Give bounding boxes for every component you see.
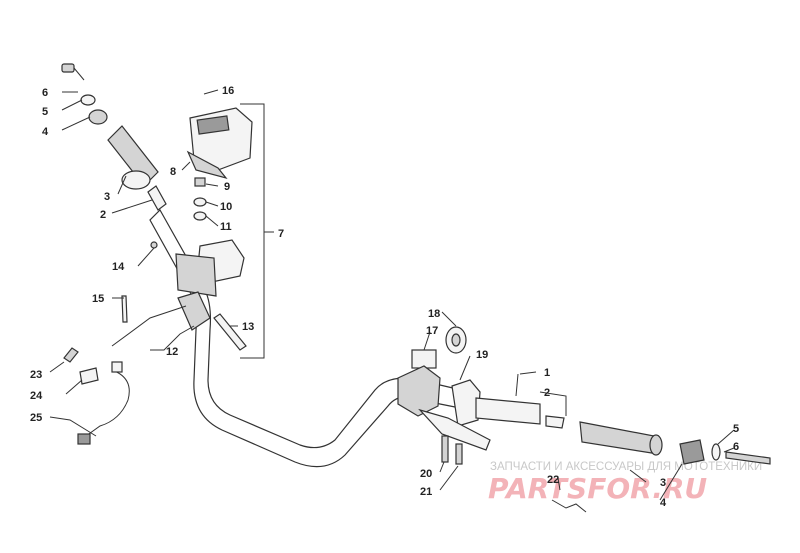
right-screw-6 xyxy=(725,451,771,465)
callout-4-right: 4 xyxy=(660,497,667,509)
callout-6-left: 6 xyxy=(42,87,48,99)
cable-22 xyxy=(551,499,587,513)
callout-16: 16 xyxy=(222,85,234,97)
callout-6-right: 6 xyxy=(733,441,739,453)
switch-housing-8 xyxy=(186,150,228,180)
callout-2-left: 2 xyxy=(100,209,106,221)
washer-11 xyxy=(193,211,207,221)
left-sleeve-2 xyxy=(147,185,167,211)
lever-assembly xyxy=(418,408,491,451)
callout-9: 9 xyxy=(224,181,230,193)
leader-lines xyxy=(49,89,735,501)
callout-13: 13 xyxy=(242,321,254,333)
right-bar-end-4 xyxy=(679,439,705,465)
callout-20: 20 xyxy=(420,468,432,480)
callout-3-left: 3 xyxy=(104,191,110,203)
throttle-housing-19 xyxy=(397,365,441,417)
screw-20 xyxy=(441,435,449,463)
left-wiring-group xyxy=(63,347,130,445)
right-grip-3 xyxy=(579,421,659,455)
right-tube-1 xyxy=(475,397,541,425)
callout-7: 7 xyxy=(278,228,284,240)
callout-labels: 6 5 4 16 8 9 3 10 2 11 7 14 15 13 12 23 … xyxy=(30,85,739,509)
callout-1: 1 xyxy=(544,367,550,379)
watermark-brand: PARTSFOR.RU xyxy=(488,472,707,505)
callout-17: 17 xyxy=(426,325,438,337)
callout-21: 21 xyxy=(420,486,432,498)
bracket-14 xyxy=(175,253,217,297)
nut-14 xyxy=(150,241,158,249)
callout-2-right: 2 xyxy=(544,387,550,399)
left-screw-6 xyxy=(61,63,75,73)
callout-25: 25 xyxy=(30,412,42,424)
label-17 xyxy=(411,349,437,369)
callout-12: 12 xyxy=(166,346,178,358)
bolt-15 xyxy=(121,295,128,323)
screw-21 xyxy=(455,443,463,465)
callout-19: 19 xyxy=(476,349,488,361)
callout-8: 8 xyxy=(170,166,176,178)
plug-23 xyxy=(63,347,79,363)
left-washer-5 xyxy=(80,94,96,106)
group-bracket-7 xyxy=(240,103,265,359)
left-grip-group xyxy=(61,63,167,211)
callout-23: 23 xyxy=(30,369,42,381)
washer-10 xyxy=(193,197,207,207)
right-control-group xyxy=(397,326,771,513)
callout-24: 24 xyxy=(30,390,43,402)
bolt-13 xyxy=(213,313,247,351)
left-switch-housing xyxy=(121,107,253,351)
callout-18: 18 xyxy=(428,308,440,320)
screw-9 xyxy=(194,177,206,187)
callout-4-left: 4 xyxy=(42,126,49,138)
callout-3-right: 3 xyxy=(660,477,666,489)
callout-22: 22 xyxy=(547,474,559,486)
callout-15: 15 xyxy=(92,293,104,305)
callout-14: 14 xyxy=(112,261,125,273)
right-sleeve-2 xyxy=(545,415,565,429)
left-grip-3 xyxy=(107,125,159,187)
callout-5-left: 5 xyxy=(42,106,48,118)
right-washer-5 xyxy=(711,443,721,461)
watermark-tagline: ЗАПЧАСТИ И АКСЕССУАРЫ ДЛЯ МОТОТЕХНИКИ xyxy=(490,461,762,473)
callout-10: 10 xyxy=(220,201,232,213)
handlebar xyxy=(149,209,471,468)
callout-5-right: 5 xyxy=(733,423,739,435)
callout-11: 11 xyxy=(220,221,232,233)
plate-24 xyxy=(79,367,99,385)
harness-25 xyxy=(85,369,130,437)
clamp-12 xyxy=(177,291,211,331)
left-bar-end-4 xyxy=(88,109,108,125)
